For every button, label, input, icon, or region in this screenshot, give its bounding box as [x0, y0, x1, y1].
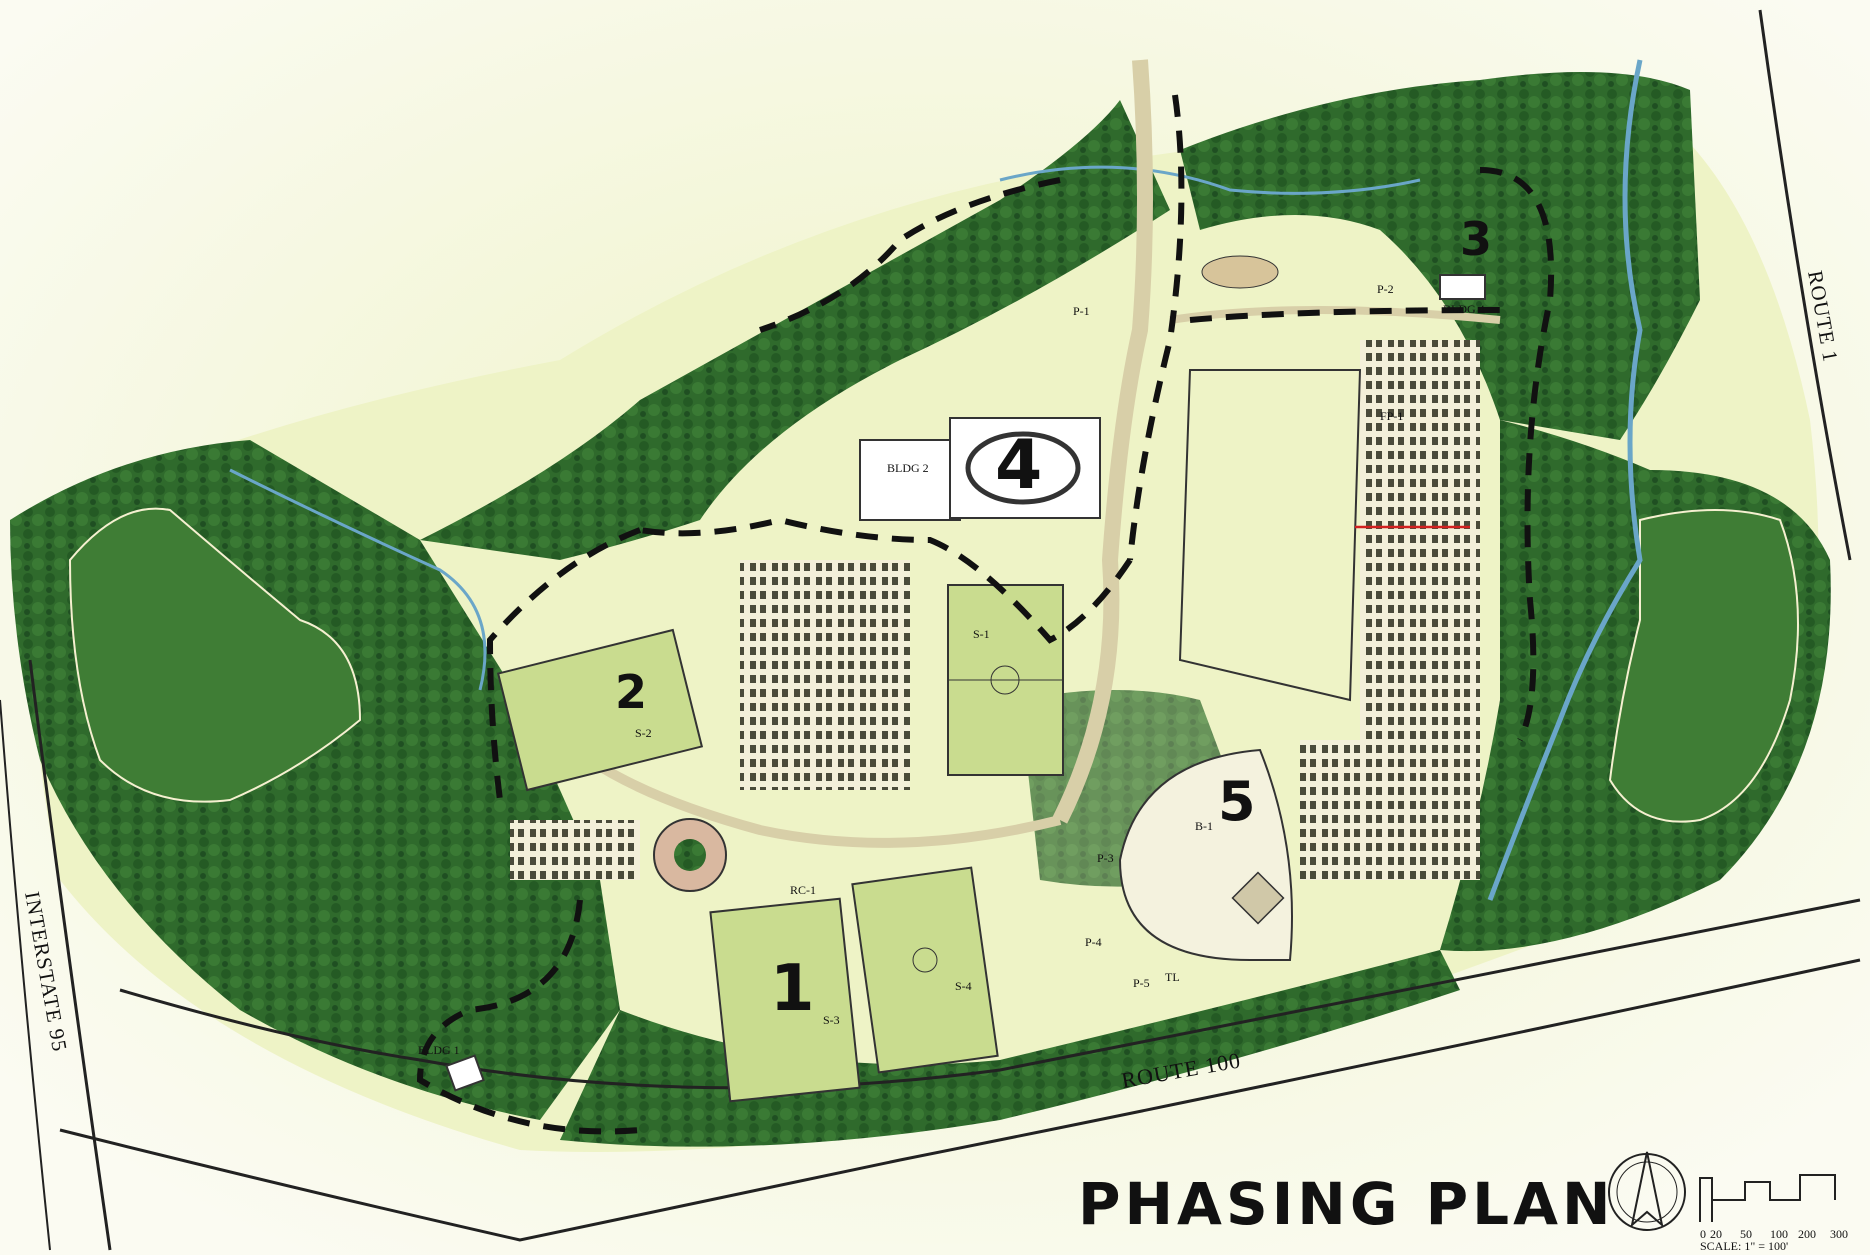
scale-tick-100: 100 — [1770, 1227, 1788, 1241]
phase-boundary-phase-3-5 — [1479, 167, 1555, 742]
tag-s2: S-2 — [635, 726, 652, 740]
parking-lot-southeast — [1300, 740, 1480, 880]
tag-p5: P-5 — [1133, 976, 1150, 990]
phase-boundary-phase-3 — [1189, 307, 1501, 323]
tag-tl: TL — [1165, 970, 1180, 984]
phase-boundary-phase-4 — [639, 516, 1133, 644]
building-4 — [1439, 274, 1486, 300]
scale-tick-20: 20 — [1710, 1227, 1722, 1241]
stream-west — [229, 468, 487, 691]
soccer-field-s4 — [851, 866, 999, 1074]
scale-tick-200: 200 — [1798, 1227, 1816, 1241]
tag-rc1: RC-1 — [790, 883, 816, 897]
interstate-95-east-edge — [28, 659, 112, 1251]
soccer-field-s3 — [709, 897, 861, 1103]
tag-s4: S-4 — [955, 979, 972, 993]
tag-s3: S-3 — [823, 1013, 840, 1027]
phase-3-label: 3 — [1460, 212, 1492, 266]
south-loop-drive — [587, 755, 1062, 848]
tag-fp1: FP-1 — [1380, 409, 1403, 423]
forest-north — [420, 100, 1170, 560]
parking-lot-central — [740, 560, 910, 790]
tag-p1: P-1 — [1073, 304, 1090, 318]
building-1 — [445, 1054, 485, 1092]
building-2-indoor-track — [859, 417, 1101, 521]
phase-boundary-main-spine — [1127, 94, 1185, 561]
phase-5-label: 5 — [1218, 770, 1256, 833]
tag-p3: P-3 — [1097, 851, 1114, 865]
tag-p2: P-2 — [1377, 282, 1394, 296]
interstate-95-west-edge — [0, 699, 51, 1251]
lawn-west — [68, 507, 362, 803]
tag-bldg4: BLDG 4 — [1443, 302, 1485, 316]
scale-note: SCALE: 1" = 100' — [1700, 1239, 1788, 1253]
forest-south-buffer — [560, 950, 1460, 1147]
tag-bldg1: BLDG 1 — [418, 1043, 460, 1057]
route-1-edge — [1758, 9, 1852, 561]
soccer-field-s2 — [496, 628, 704, 792]
scale-tick-0: 0 — [1700, 1227, 1706, 1241]
north-arrow-icon — [1608, 1151, 1686, 1231]
tag-p4: P-4 — [1085, 935, 1102, 949]
tag-s1: S-1 — [973, 627, 990, 641]
scale-tick-50: 50 — [1740, 1227, 1752, 1241]
phase-2-label: 2 — [615, 665, 647, 719]
plan-title: PHASING PLAN — [1078, 1170, 1615, 1238]
baseball-field-b1 — [1118, 748, 1293, 961]
phase-boundary-phase-2 — [486, 527, 642, 801]
tag-bldg2: BLDG 2 — [887, 461, 929, 475]
soccer-field-s1 — [947, 584, 1064, 776]
multipurpose-lawn — [1178, 369, 1362, 702]
stream-north — [999, 165, 1421, 195]
parking-lot-southwest — [510, 820, 640, 880]
pond — [1201, 255, 1279, 289]
main-entry-drive — [1052, 59, 1153, 824]
phase-4-label: 4 — [995, 426, 1042, 505]
forest-northeast — [1180, 72, 1700, 440]
tag-b1: B-1 — [1195, 819, 1213, 833]
phase-1-label: 1 — [770, 952, 815, 1026]
roundabout-island — [674, 839, 706, 871]
lawn-east — [1608, 509, 1799, 823]
stream-east — [1487, 59, 1643, 901]
scale-tick-300: 300 — [1830, 1227, 1848, 1241]
route-100-south-edge — [59, 958, 1861, 1242]
phase-boundary-phase-1 — [416, 899, 641, 1135]
scale-bar: 0 20 50 100 200 300 SCALE: 1" = 100' — [1699, 1174, 1848, 1253]
